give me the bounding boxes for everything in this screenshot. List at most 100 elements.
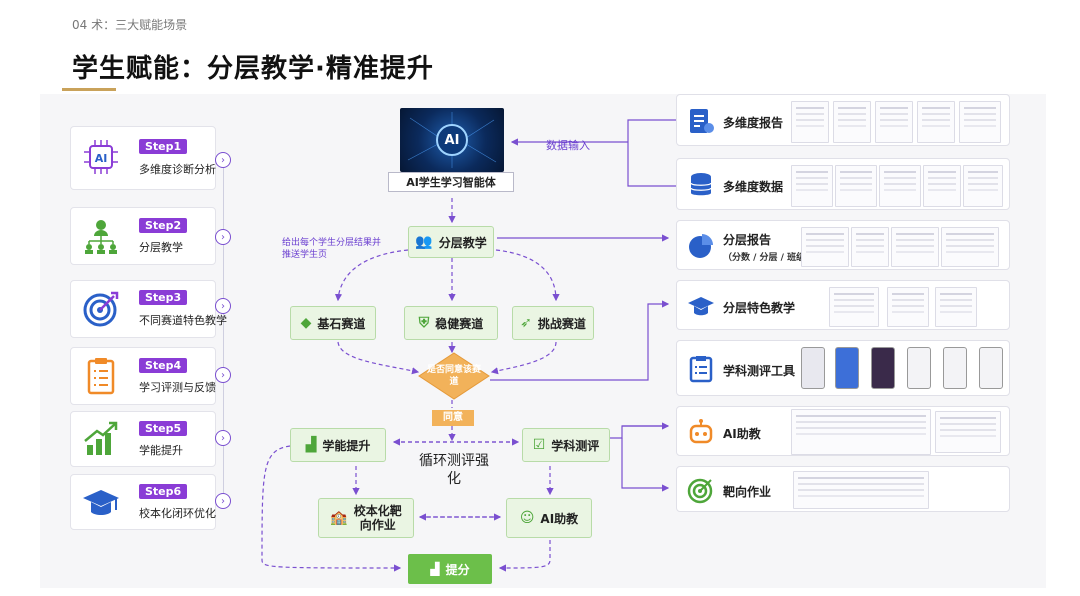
ai-chip-icon: AI xyxy=(84,140,118,174)
card-label: 分层报告 xyxy=(723,233,772,247)
decision-diamond xyxy=(418,352,490,400)
step-badge: Step1 xyxy=(139,139,188,154)
report-thumbnail xyxy=(891,227,939,267)
teaching-thumbnail xyxy=(829,287,879,327)
ai-network-lines xyxy=(407,112,497,168)
assistant-thumbnail xyxy=(791,409,931,455)
school-homework-node: 🏫校本化靶向作业 xyxy=(318,498,414,538)
pie-chart-icon xyxy=(689,234,713,258)
step-label: 校本化闭环优化 xyxy=(139,507,216,520)
graduation-cap-icon xyxy=(83,490,119,515)
step-item-1[interactable]: AI Step1 多维度诊断分析 xyxy=(70,126,216,190)
card-sublabel: （分数 / 分层 / 班级...） xyxy=(723,253,825,263)
title-underline xyxy=(62,88,116,91)
card-label: 靶向作业 xyxy=(723,485,772,499)
step-label: 不同赛道特色教学 xyxy=(139,314,227,327)
teaching-thumbnail xyxy=(887,287,929,327)
step-label: 学习评测与反馈 xyxy=(139,381,216,394)
step-label: 分层教学 xyxy=(139,241,183,254)
svg-text:AI: AI xyxy=(95,152,108,165)
people-icon: 👥 xyxy=(415,234,433,250)
report-thumbnail xyxy=(833,101,871,143)
data-card-multi-dim[interactable]: 多维度数据 xyxy=(676,158,1010,210)
score-boost-node: ▟ 提分 xyxy=(408,554,492,584)
step-6-chevron-icon[interactable]: › xyxy=(215,493,231,509)
rocket-icon: ➶ xyxy=(520,315,532,331)
step-3-chevron-icon[interactable]: › xyxy=(215,298,231,314)
step-item-5[interactable]: Step5 学能提升 xyxy=(70,411,216,467)
step-item-4[interactable]: Step4 学习评测与反馈 xyxy=(70,347,216,405)
card-label: 多维度报告 xyxy=(723,116,784,130)
layer-teaching-card[interactable]: 分层特色教学 xyxy=(676,280,1010,330)
app-screenshot xyxy=(943,347,967,389)
hierarchy-icon xyxy=(85,220,117,254)
breadcrumb: 04 术：三大赋能场景 xyxy=(72,18,188,32)
step-5-chevron-icon[interactable]: › xyxy=(215,430,231,446)
track-steady-node: ⛨ 稳健赛道 xyxy=(404,306,498,340)
assistant-thumbnail xyxy=(935,411,1001,453)
homework-thumbnail xyxy=(793,471,929,509)
ai-assistant-node: ☺ AI助教 xyxy=(506,498,592,538)
node-label: AI助教 xyxy=(540,511,579,526)
agree-label: 同意 xyxy=(432,410,474,426)
bar-chart-icon: ▟ xyxy=(305,437,317,453)
ai-assistant-card[interactable]: AI助教 xyxy=(676,406,1010,456)
report-thumbnail xyxy=(875,101,913,143)
step-item-3[interactable]: Step3 不同赛道特色教学 xyxy=(70,280,227,338)
app-screenshot xyxy=(979,347,1003,389)
layer-note: 给出每个学生分层结果并推送学生页 xyxy=(282,238,382,260)
report-thumbnail xyxy=(959,101,1001,143)
report-thumbnail xyxy=(791,101,829,143)
score-chart-icon: ▟ xyxy=(430,562,440,576)
step-1-chevron-icon[interactable]: › xyxy=(215,152,231,168)
report-thumbnail xyxy=(851,227,889,267)
node-label: 提分 xyxy=(445,562,470,577)
step-badge: Step5 xyxy=(139,421,188,436)
node-label: 挑战赛道 xyxy=(537,316,586,331)
step-label: 学能提升 xyxy=(139,444,183,457)
targeted-homework-card[interactable]: 靶向作业 xyxy=(676,466,1010,512)
card-label: AI助教 xyxy=(723,427,761,441)
report-doc-icon xyxy=(690,109,714,133)
app-screenshot xyxy=(871,347,895,389)
node-label: 稳健赛道 xyxy=(435,316,484,331)
step-item-6[interactable]: Step6 校本化闭环优化 xyxy=(70,474,216,530)
data-input-label: 数据输入 xyxy=(546,139,590,152)
decision-label: 是否同意该赛道 xyxy=(426,365,481,387)
step-2-chevron-icon[interactable]: › xyxy=(215,229,231,245)
mortarboard-icon xyxy=(688,297,714,316)
ai-core-badge: AI xyxy=(436,124,468,156)
step-badge: Step2 xyxy=(139,218,188,233)
step-4-chevron-icon[interactable]: › xyxy=(215,367,231,383)
step-badge: Step6 xyxy=(139,484,188,499)
track-challenge-node: ➶ 挑战赛道 xyxy=(512,306,594,340)
report-thumbnail xyxy=(917,101,955,143)
node-label: 基石赛道 xyxy=(317,316,366,331)
node-label: 学科测评 xyxy=(551,438,600,453)
growth-chart-icon xyxy=(84,421,118,455)
teaching-thumbnail xyxy=(935,287,977,327)
loop-label: 循环测评强化 xyxy=(419,453,489,487)
report-card-multi-dim[interactable]: 多维度报告 xyxy=(676,94,1010,146)
diamond-icon: ◆ xyxy=(300,315,312,331)
app-screenshot xyxy=(907,347,931,389)
node-label: 校本化靶向作业 xyxy=(353,504,402,532)
shield-icon: ⛨ xyxy=(418,315,430,331)
report-thumbnail xyxy=(801,227,849,267)
app-screenshot xyxy=(801,347,825,389)
node-label: 学能提升 xyxy=(322,438,371,453)
app-screenshot xyxy=(835,347,859,389)
ability-boost-node: ▟ 学能提升 xyxy=(290,428,386,462)
step-item-2[interactable]: Step2 分层教学 xyxy=(70,207,216,265)
track-foundation-node: ◆ 基石赛道 xyxy=(290,306,376,340)
robot-icon: ☺ xyxy=(519,510,535,526)
page-title: 学生赋能：分层教学·精准提升 xyxy=(72,54,434,84)
robot-icon xyxy=(689,419,713,444)
data-thumbnail xyxy=(835,165,877,207)
step-label: 多维度诊断分析 xyxy=(139,163,216,176)
layer-report-card[interactable]: 分层报告 （分数 / 分层 / 班级...） xyxy=(676,220,1010,270)
assessment-tools-card[interactable]: 学科测评工具 xyxy=(676,340,1010,396)
checklist-icon: ☑ xyxy=(532,437,546,453)
clipboard-icon xyxy=(87,358,115,395)
